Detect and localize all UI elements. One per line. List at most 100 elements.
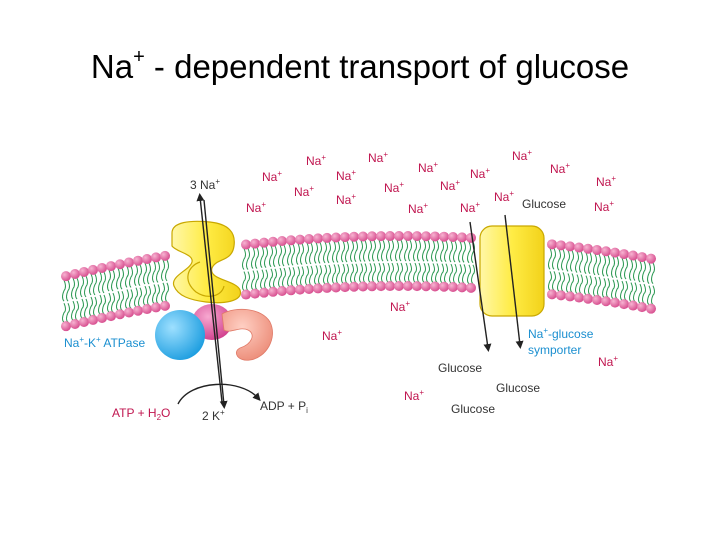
glucose-inside-label-3: Glucose xyxy=(451,402,495,416)
na-ion-label: Na+ xyxy=(418,160,438,175)
lipid-head xyxy=(421,281,431,292)
lipid-head xyxy=(358,281,368,292)
lipid-tail xyxy=(440,240,444,284)
atpase-yellow-subunit xyxy=(171,220,241,304)
lipid-head xyxy=(313,233,323,244)
lipid-head xyxy=(88,264,98,275)
lipid-tail xyxy=(147,262,151,306)
lipid-head xyxy=(358,231,368,242)
lipid-tail xyxy=(426,240,430,283)
lipid-head xyxy=(385,281,395,292)
lipid-tail xyxy=(561,249,565,292)
lipid-tail xyxy=(557,249,561,292)
lipid-tail xyxy=(633,259,637,302)
lipid-tail xyxy=(93,273,97,317)
sodium-ions: Na+Na+Na+Na+Na+Na+Na+Na+Na+Na+Na+Na+Na+N… xyxy=(246,148,618,403)
lipid-head xyxy=(466,282,476,293)
lipid-head xyxy=(646,303,656,314)
lipid-head xyxy=(556,290,566,301)
k-in-arrow xyxy=(203,199,228,409)
lipid-head xyxy=(367,281,377,292)
lipid-tail xyxy=(624,257,628,301)
lipid-head xyxy=(556,240,566,251)
lipid-tail xyxy=(71,277,75,321)
lipid-tail xyxy=(129,266,133,309)
lipid-tail xyxy=(620,257,624,301)
lipid-tail xyxy=(431,240,435,283)
lipid-head xyxy=(367,231,377,242)
lipid-tail xyxy=(255,247,259,290)
lipid-head xyxy=(565,291,575,302)
lipid-head xyxy=(304,233,314,244)
lipid-tail xyxy=(566,250,570,293)
two-k-label: 2 K+ xyxy=(202,408,225,423)
lipid-head xyxy=(70,269,80,280)
glucose-symport-arrow xyxy=(469,221,492,352)
lipid-tail xyxy=(363,240,367,283)
na-ion-label: Na+ xyxy=(404,388,424,403)
lipid-tail xyxy=(435,240,439,283)
lipid-tails xyxy=(62,239,655,323)
lipid-head xyxy=(106,311,116,322)
lipid-tail xyxy=(309,242,313,286)
lipid-tail xyxy=(273,245,277,289)
lipid-head xyxy=(403,281,413,292)
na-ion-label: Na+ xyxy=(246,200,266,215)
lipid-tail xyxy=(138,264,142,308)
lipid-head xyxy=(250,238,260,249)
na-ion-label: Na+ xyxy=(440,178,460,193)
lipid-head xyxy=(448,282,458,293)
lipid-head xyxy=(250,288,260,299)
lipid-head xyxy=(340,232,350,243)
lipid-tail xyxy=(584,252,588,296)
lipid-tail xyxy=(318,242,322,285)
lipid-head xyxy=(466,232,476,243)
lipid-tail xyxy=(152,261,156,304)
lipid-head xyxy=(286,285,296,296)
lipid-tail xyxy=(575,251,579,294)
lipid-tail xyxy=(471,241,475,285)
lipid-tail xyxy=(368,240,372,283)
atp-hydrolysis-arrow xyxy=(177,383,261,405)
na-ion-label: Na+ xyxy=(460,200,480,215)
lipid-head xyxy=(619,299,629,310)
lipid-head xyxy=(376,231,386,242)
lipid-head xyxy=(70,319,80,330)
lipid-heads-inner xyxy=(61,281,656,332)
lipid-tail xyxy=(444,240,448,284)
lipid-head xyxy=(115,259,125,270)
lipid-head xyxy=(349,231,359,242)
lipid-head xyxy=(133,255,143,266)
lipid-tail xyxy=(305,242,309,286)
na-ion-label: Na+ xyxy=(594,199,614,214)
lipid-head xyxy=(610,247,620,258)
lipid-head xyxy=(160,300,170,311)
atpase-blue-subunit xyxy=(155,310,205,360)
lipid-head xyxy=(277,236,287,247)
lipid-head xyxy=(547,289,557,300)
lipid-tail xyxy=(291,244,295,287)
atpase-yellow-hook xyxy=(187,261,225,297)
lipid-tail xyxy=(629,259,633,302)
lipid-head xyxy=(259,237,269,248)
lipid-tail xyxy=(143,262,147,306)
lipid-head xyxy=(151,252,161,263)
glucose-inside-label-1: Glucose xyxy=(438,361,482,375)
lipid-head xyxy=(457,232,467,243)
lipid-tail xyxy=(102,271,106,315)
lipid-tail xyxy=(251,247,255,290)
na-ion-label: Na+ xyxy=(294,184,314,199)
lipid-tail xyxy=(359,240,363,283)
lipid-tail xyxy=(116,268,120,311)
lipid-head xyxy=(430,231,440,242)
lipid-head xyxy=(79,316,89,327)
lipid-tail xyxy=(399,239,403,283)
lipid-head xyxy=(619,249,629,260)
lipid-tail xyxy=(467,241,471,285)
lipid-head xyxy=(151,302,161,313)
lipid-tail xyxy=(165,259,169,303)
lipid-tail xyxy=(602,255,606,298)
lipid-head xyxy=(295,234,305,245)
na-out-arrow xyxy=(196,193,223,403)
